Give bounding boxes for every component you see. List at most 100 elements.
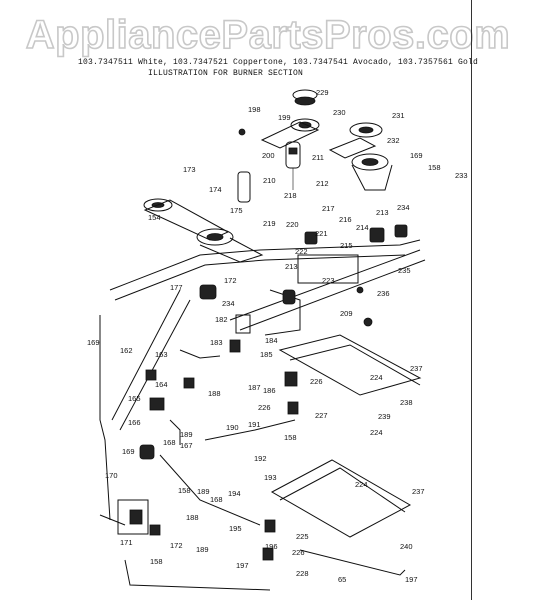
part-callout-234: 234 [397,203,410,212]
part-callout-189: 189 [196,545,209,554]
part-callout-234: 234 [222,299,235,308]
lower-burner-upper-box [278,334,422,415]
part-callout-200: 200 [262,151,275,160]
part-callout-174: 174 [209,185,222,194]
watermark-text: AppliancePartsPros.com [26,13,511,57]
part-callout-197: 197 [405,575,418,584]
part-callout-164: 164 [155,380,168,389]
part-callout-221: 221 [315,229,328,238]
part-callout-188: 188 [208,389,221,398]
part-callout-182: 182 [215,315,228,324]
part-callout-189: 189 [180,430,193,439]
part-callout-218: 218 [284,191,297,200]
part-callout-198: 198 [248,105,261,114]
lower-burner-lower-box [262,459,412,576]
part-callout-191: 191 [248,420,261,429]
part-callout-168: 168 [163,438,176,447]
part-callout-226: 226 [310,377,323,386]
part-callout-186: 186 [263,386,276,395]
part-callout-165: 165 [128,394,141,403]
model-numbers: 103.7347511 White, 103.7347521 Copperton… [78,58,479,67]
part-callout-167: 167 [180,441,193,450]
manifold-frame [109,239,426,336]
part-callout-173: 173 [183,165,196,174]
valve-assembly-upper [237,128,301,203]
part-callout-210: 210 [263,176,276,185]
part-callout-192: 192 [254,454,267,463]
part-callout-158: 158 [150,557,163,566]
part-callout-172: 172 [224,276,237,285]
part-callout-229: 229 [316,88,329,97]
front-left-burner [143,198,264,263]
part-callout-237: 237 [412,487,425,496]
part-callout-228: 228 [296,569,309,578]
part-callout-196: 196 [265,542,278,551]
part-callout-225: 225 [296,532,309,541]
part-callout-194: 194 [228,489,241,498]
part-callout-222: 222 [295,247,308,256]
part-callout-162: 162 [120,346,133,355]
part-callout-166: 166 [128,418,141,427]
part-callout-188: 188 [186,513,199,522]
section-title: ILLUSTRATION FOR BURNER SECTION [148,69,304,78]
part-callout-158: 158 [428,163,441,172]
part-callout-193: 193 [264,473,277,482]
part-callout-224: 224 [370,428,383,437]
part-callout-213: 213 [376,208,389,217]
part-callout-197: 197 [236,561,249,570]
watermark: AppliancePartsPros.com [0,0,536,58]
part-callout-158: 158 [178,486,191,495]
part-callout-235: 235 [398,266,411,275]
part-callout-238: 238 [400,398,413,407]
part-callout-224: 224 [355,480,368,489]
part-callout-211: 211 [312,153,324,162]
part-callout-212: 212 [316,179,329,188]
part-callout-175: 175 [230,206,243,215]
part-callout-236: 236 [377,289,390,298]
part-callout-215: 215 [340,241,353,250]
gas-tubes-left [99,289,191,521]
part-callout-237: 237 [410,364,423,373]
part-callout-171: 171 [120,538,133,547]
part-callout-223: 223 [322,276,335,285]
part-callout-199: 199 [278,113,291,122]
part-callout-172: 172 [170,541,183,550]
part-callout-170: 170 [105,471,118,480]
part-callout-220: 220 [286,220,299,229]
part-callout-226: 226 [292,548,305,557]
page-edge-line [471,0,472,600]
part-callout-184: 184 [265,336,278,345]
part-callout-231: 231 [392,111,405,120]
part-callout-169: 169 [122,447,135,456]
part-callout-168: 168 [210,495,223,504]
part-callout-185: 185 [260,350,273,359]
part-callout-187: 187 [248,383,261,392]
oven-valve-assembly [99,339,296,591]
part-callout-239: 239 [378,412,391,421]
part-callout-226: 226 [258,403,271,412]
part-callout-230: 230 [333,108,346,117]
part-callout-190: 190 [226,423,239,432]
part-callout-183: 183 [210,338,223,347]
part-callout-217: 217 [322,204,335,213]
part-callout-163: 163 [155,350,168,359]
part-callout-233: 233 [455,171,468,180]
part-callout-214: 214 [356,223,369,232]
part-callout-224: 224 [370,373,383,382]
valve-assembly-mid [199,224,408,327]
part-callout-195: 195 [229,524,242,533]
page-number: 65 [338,575,346,584]
part-callout-219: 219 [263,219,276,228]
part-callout-209: 209 [340,309,353,318]
part-callout-240: 240 [400,542,413,551]
part-labels: 229 230 231 232 198 199 200 211 212 169 158 233 218 1… [87,88,468,584]
part-callout-189: 189 [197,487,210,496]
part-callout-158: 158 [284,433,297,442]
rear-right-burner [260,89,393,191]
part-callout-213: 213 [285,262,298,271]
part-callout-169: 169 [87,338,100,347]
part-callout-227: 227 [315,411,328,420]
part-callout-232: 232 [387,136,400,145]
part-callout-169: 169 [410,151,423,160]
